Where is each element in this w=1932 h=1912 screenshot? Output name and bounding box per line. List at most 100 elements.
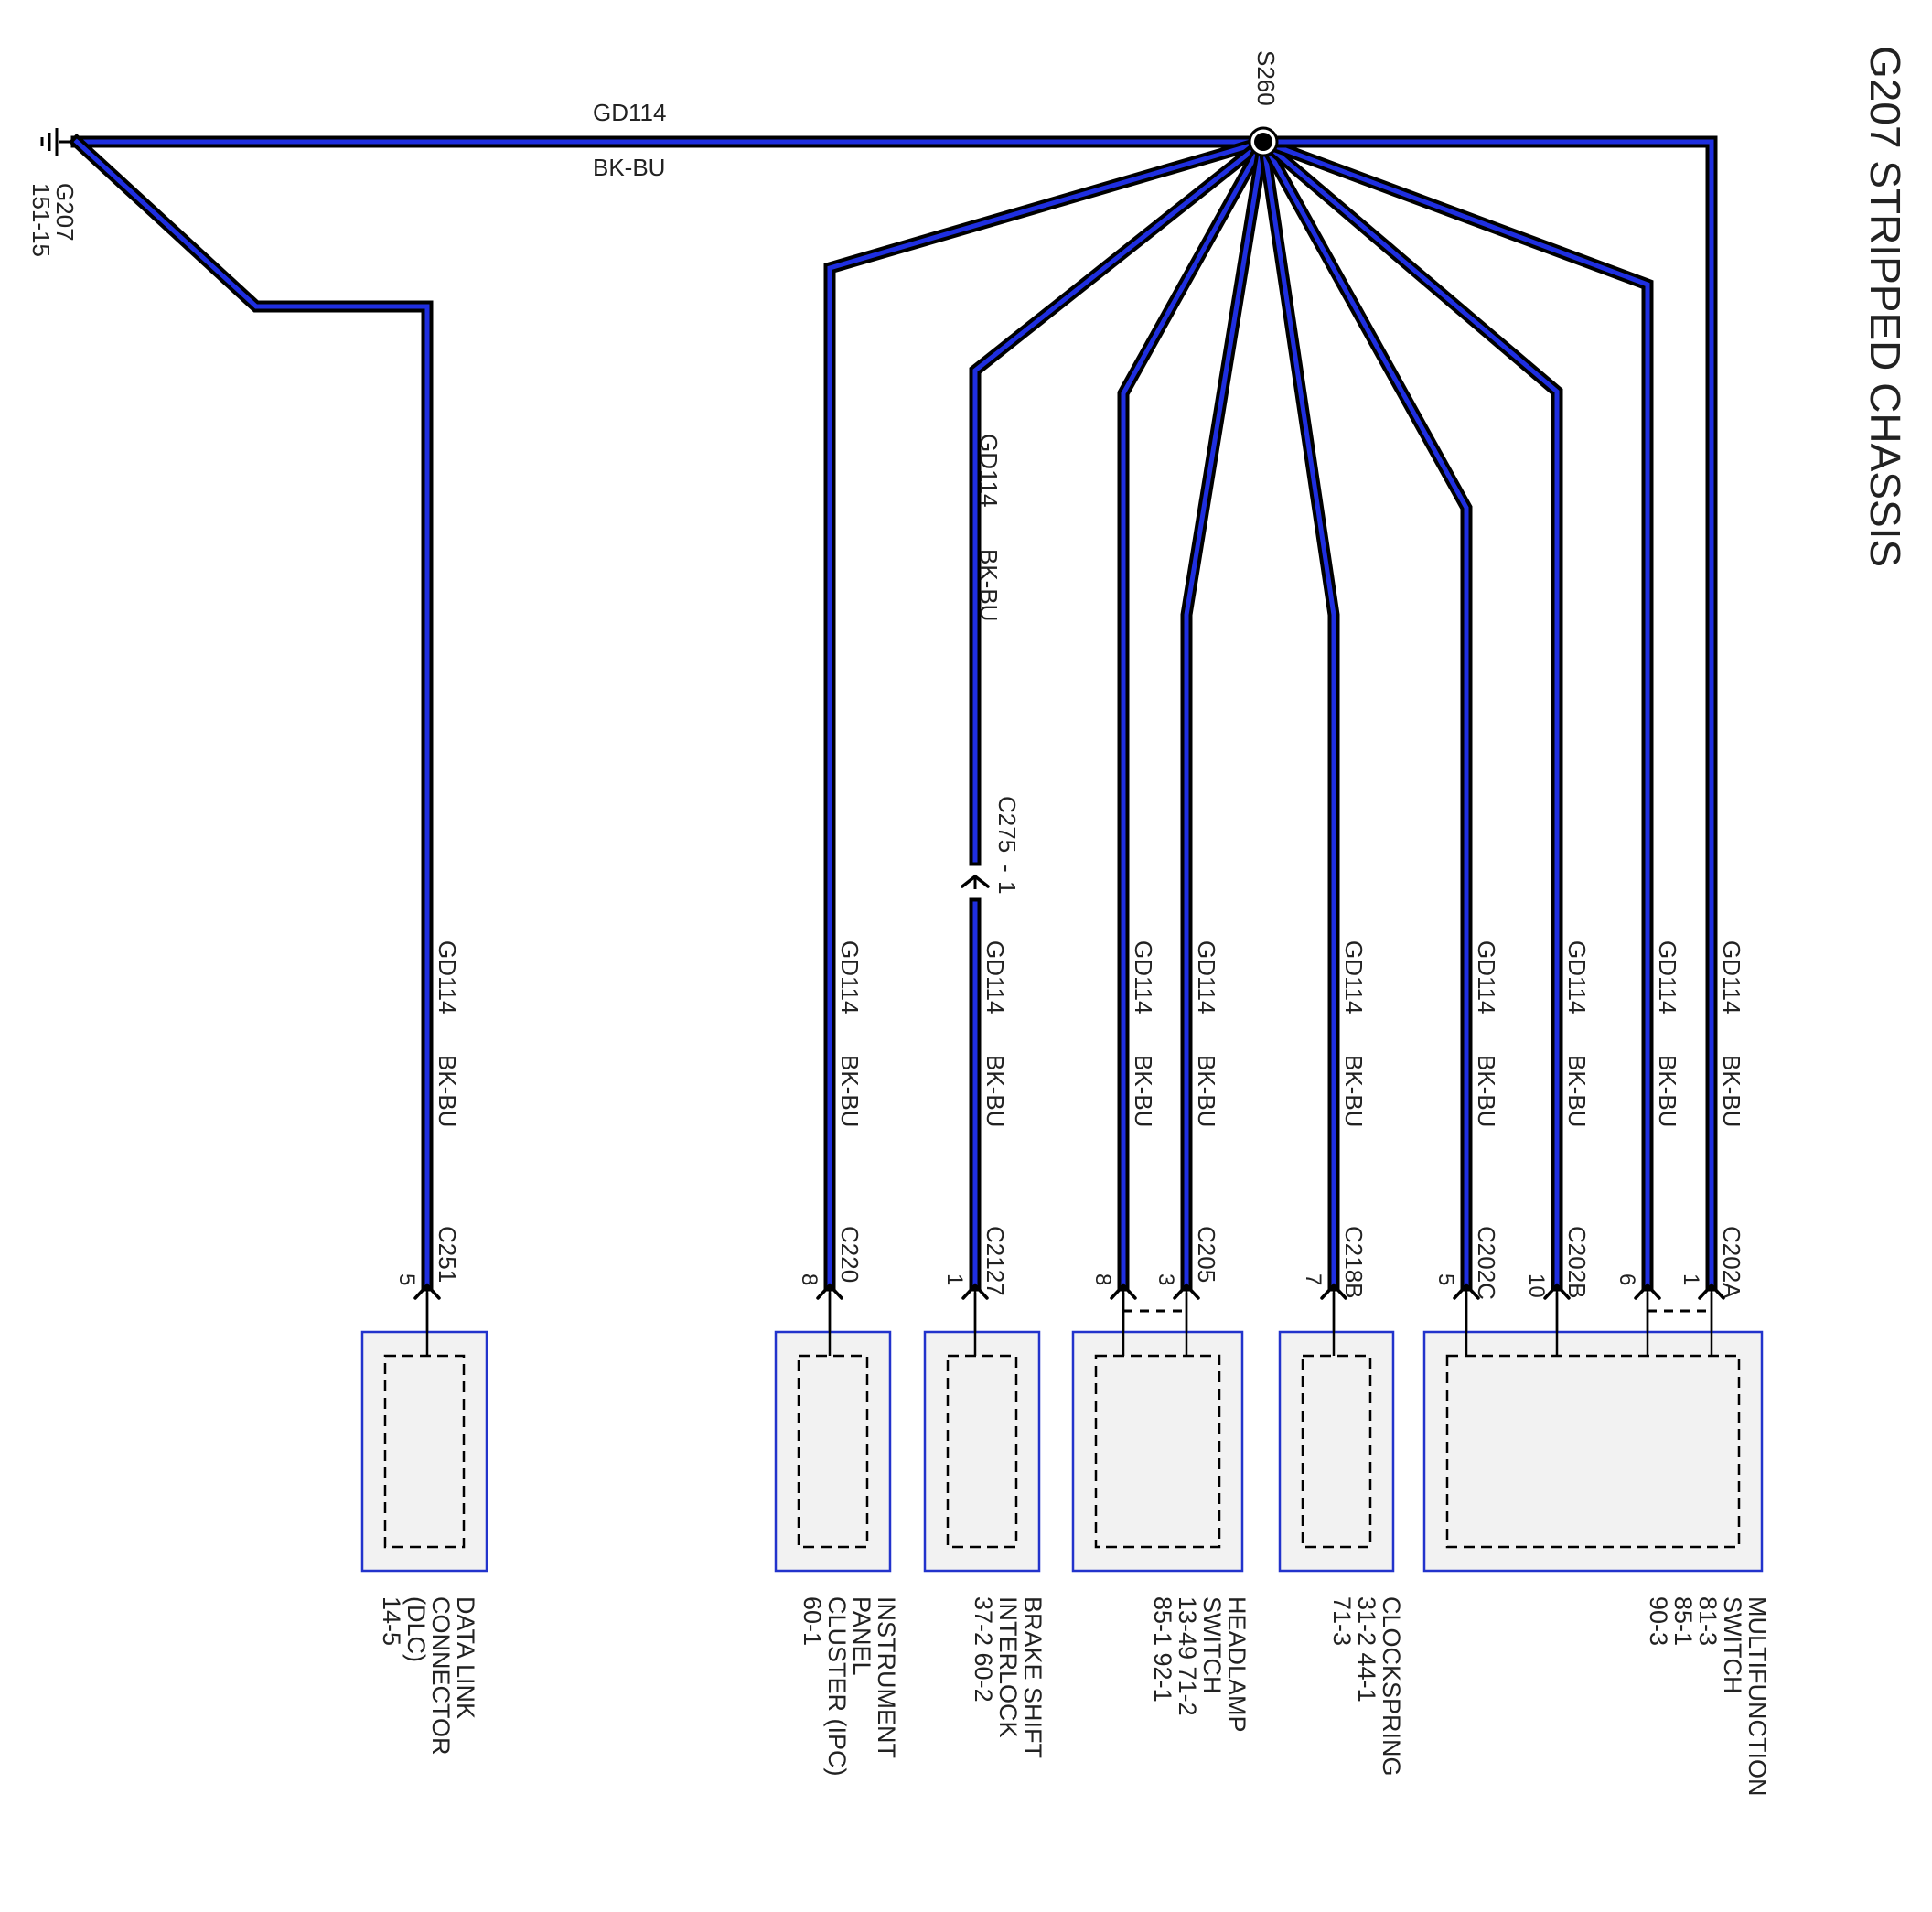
component-inner-multifunction [1445,1354,1741,1549]
component-label-dlc-2: (DLC) [402,1596,430,1662]
wire-bsi-upper-stripe [972,138,1267,863]
connector-label-hl3: C205 [1193,1226,1220,1283]
diagram-title: G207 STRIPPED CHASSIS [1862,46,1909,567]
component-label-headlamp-3: 85-1 92-1 [1149,1596,1176,1703]
wire-dlc-insulation [68,133,434,1292]
trunk-circuit-label: GD114 [593,99,666,126]
connector-label-cs: C218B [1340,1226,1368,1299]
component-label-ipc-3: 60-1 [799,1596,826,1646]
component-label-ipc-0: INSTRUMENT [873,1596,900,1758]
component-box-multifunction [1422,1330,1764,1573]
wire-color-label-bsi: BK-BU [982,1055,1009,1127]
wire-color-label-hl3: BK-BU [1193,1055,1220,1127]
wire-color-label-mf1: BK-BU [1718,1055,1745,1127]
trunk-color-label: BK-BU [593,154,665,181]
pin-label-hl8: 8 [1090,1273,1115,1285]
wire-color-label-cs: BK-BU [1340,1055,1368,1127]
pin-label-cs: 7 [1301,1273,1326,1285]
wire-cs-stripe [1261,139,1336,1288]
component-box-dlc [360,1330,488,1573]
component-label-headlamp-1: SWITCH [1198,1596,1226,1693]
component-label-multifunction-3: 85-1 [1669,1596,1697,1646]
connector-label-dlc: C251 [434,1226,461,1283]
wire-circuit-label-hl3: GD114 [1193,940,1220,1014]
wire-mf10-insulation [1254,133,1563,1292]
pin-label-mf5: 5 [1433,1273,1458,1285]
inline-connector-c275 [961,874,990,889]
c275-upper-circuit: GD114 [975,434,1003,507]
wire-hl8-stripe [1121,138,1267,1288]
wire-color-label-mf10: BK-BU [1563,1055,1591,1127]
wire-circuit-label-mf5: GD114 [1473,940,1500,1014]
component-label-bsi-1: INTERLOCK [994,1596,1022,1738]
wire-harness [68,133,1718,1292]
wire-mf5-stripe [1260,138,1469,1288]
component-label-headlamp-0: HEADLAMP [1223,1596,1250,1733]
wire-circuit-label-mf1: GD114 [1718,940,1745,1014]
component-label-clockspring-1: 31-2 44-1 [1353,1596,1380,1703]
connector-label-mf1: C202A [1718,1226,1745,1299]
wire-hl3-stripe [1184,139,1266,1288]
wire-color-label-hl8: BK-BU [1130,1055,1157,1127]
c275-label: C275 [993,796,1021,853]
wire-color-label-mf6: BK-BU [1654,1055,1681,1127]
pin-label-mf10: 10 [1524,1273,1549,1298]
wire-cs-insulation [1256,134,1340,1292]
component-label-dlc-1: CONNECTOR [427,1596,455,1756]
pin-label-bsi: 1 [942,1273,967,1285]
component-inner-ipc [797,1354,869,1549]
wire-circuit-label-cs: GD114 [1340,940,1368,1014]
pin-label-hl3: 3 [1154,1273,1178,1285]
component-label-dlc-3: 14-5 [378,1596,405,1646]
component-box-headlamp [1071,1330,1244,1573]
pin-label-dlc: 5 [394,1273,419,1285]
wire-circuit-label-mf6: GD114 [1654,940,1681,1014]
wire-color-label-dlc: BK-BU [434,1055,461,1127]
component-label-multifunction-1: SWITCH [1719,1596,1746,1693]
component-label-bsi-2: 37-2 60-2 [970,1596,997,1703]
ground-name: G207 [51,183,79,242]
splice-dot-icon [1248,126,1279,157]
component-label-headlamp-2: 13-49 71-2 [1174,1596,1201,1716]
component-box-ipc [774,1330,892,1573]
wire-circuit-label-bsi: GD114 [982,940,1009,1014]
ground-ref: 151-15 [27,183,55,257]
component-label-multifunction-4: 90-3 [1645,1596,1672,1646]
component-label-multifunction-0: MULTIFUNCTION [1744,1596,1771,1796]
component-label-clockspring-2: 71-3 [1328,1596,1356,1646]
pin-label-mf6: 6 [1615,1273,1639,1285]
c275-pin: 1 [993,881,1021,894]
wire-mf10-stripe [1260,138,1560,1288]
wire-color-label-ipc: BK-BU [836,1055,864,1127]
component-label-ipc-1: PANEL [848,1596,875,1676]
connector-label-mf10: C202B [1563,1226,1591,1299]
wire-color-label-mf5: BK-BU [1473,1055,1500,1127]
wire-ipc-stripe [827,138,1267,1288]
c275-pin-label: - [993,865,1021,873]
component-inner-headlamp [1094,1354,1221,1549]
pin-label-ipc: 8 [797,1273,821,1285]
component-inner-bsi [946,1354,1018,1549]
wire-dlc-stripe [73,138,430,1288]
component-inner-dlc [383,1354,466,1549]
component-label-dlc-0: DATA LINK [452,1596,479,1719]
component-label-clockspring-0: CLOCKSPRING [1378,1596,1405,1777]
component-label-bsi-0: BRAKE SHIFT [1019,1596,1046,1758]
connector-label-ipc: C220 [836,1226,864,1283]
wire-circuit-label-mf10: GD114 [1563,940,1591,1014]
wire-circuit-label-hl8: GD114 [1130,940,1157,1014]
component-box-clockspring [1278,1330,1395,1573]
wire-mf1-stripe [1261,139,1714,1288]
component-inner-clockspring [1301,1354,1372,1549]
wire-circuit-label-ipc: GD114 [836,940,864,1014]
splice-label: S260 [1252,50,1280,106]
component-label-multifunction-2: 81-3 [1694,1596,1722,1646]
wire-mf6-stripe [1260,138,1650,1288]
wire-circuit-label-dlc: GD114 [434,940,461,1014]
connector-label-bsi: C2127 [982,1226,1009,1296]
component-label-ipc-2: CLUSTER (IPC) [823,1596,851,1777]
connector-label-mf5: C202C [1473,1226,1500,1300]
